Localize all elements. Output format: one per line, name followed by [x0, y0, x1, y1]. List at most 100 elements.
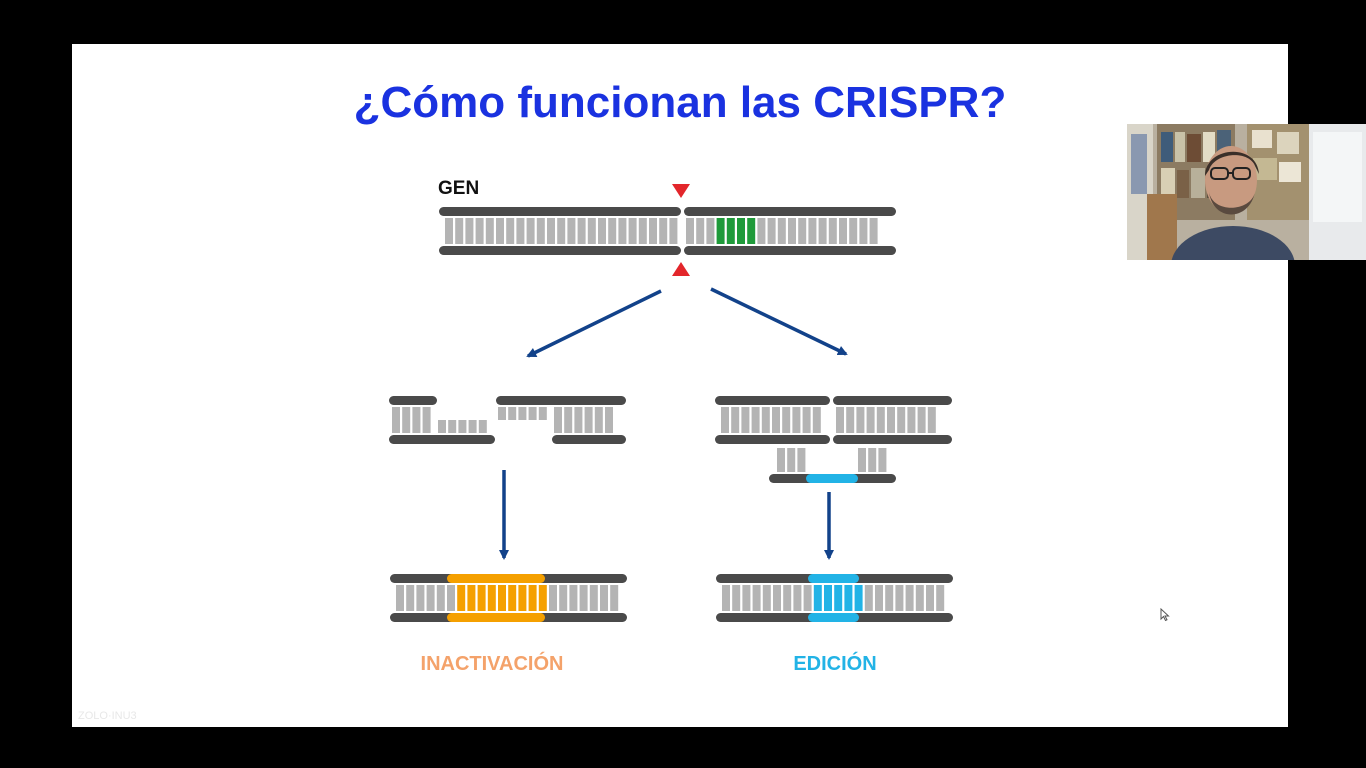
base-pair [907, 407, 916, 433]
base-pair [396, 585, 404, 611]
base-pair [767, 218, 776, 244]
base-pair [878, 448, 887, 472]
base-pair [752, 585, 761, 611]
mouse-cursor-icon [1160, 608, 1170, 622]
base-pair [402, 407, 411, 433]
base-pair [772, 407, 780, 433]
cut-marker-bottom [672, 262, 690, 276]
base-pair [858, 448, 866, 472]
base-pair [875, 585, 883, 611]
base-pair [742, 585, 751, 611]
base-pair [412, 407, 421, 433]
base-pair [475, 218, 484, 244]
base-pair [812, 407, 821, 433]
base-pair [887, 407, 895, 433]
webcam-video-feed[interactable] [1127, 124, 1366, 260]
base-pair [747, 218, 756, 244]
base-pair [610, 585, 619, 611]
base-pair [777, 218, 786, 244]
base-pair [706, 218, 715, 244]
base-pair [885, 585, 894, 611]
base-pair [487, 585, 496, 611]
base-pair [455, 218, 464, 244]
broken-dna-right [715, 396, 952, 444]
base-pair [787, 448, 796, 472]
base-pair [808, 218, 817, 244]
slide-title: ¿Cómo funcionan las CRISPR? [353, 78, 1007, 127]
base-pair [818, 218, 827, 244]
base-pair [732, 585, 741, 611]
base-pair [448, 420, 457, 433]
base-pair [436, 585, 445, 611]
base-pair [777, 448, 785, 472]
base-pair [538, 407, 547, 420]
base-pair [813, 585, 822, 611]
base-pair [897, 407, 906, 433]
base-pair [458, 420, 467, 433]
base-pair [649, 218, 657, 244]
base-pair [498, 585, 506, 611]
base-pair [866, 407, 875, 433]
base-pair [392, 407, 400, 433]
base-pair [834, 585, 843, 611]
base-pair [485, 218, 494, 244]
base-pair [549, 585, 557, 611]
base-pair [696, 218, 705, 244]
broken-dna-left [389, 396, 626, 444]
base-pair [905, 585, 914, 611]
base-pair [422, 407, 431, 433]
base-pair [528, 585, 537, 611]
result-dna-inactivation [390, 574, 627, 622]
base-pair [895, 585, 904, 611]
base-pair [564, 407, 573, 433]
base-pair [802, 407, 811, 433]
base-pair [856, 407, 865, 433]
base-pair [686, 218, 694, 244]
base-pair [538, 585, 547, 611]
base-pair [722, 585, 730, 611]
base-pair [628, 218, 637, 244]
base-pair [741, 407, 750, 433]
repair-template [769, 448, 896, 483]
gene-label: GEN [438, 178, 479, 199]
base-pair [793, 585, 802, 611]
base-pair [721, 407, 729, 433]
base-pair [926, 585, 934, 611]
base-pair [496, 218, 504, 244]
base-pair [465, 218, 474, 244]
base-pair [824, 585, 832, 611]
gene-bases [445, 218, 878, 244]
base-pair [757, 218, 766, 244]
base-pair [594, 407, 603, 433]
base-pair [726, 218, 735, 244]
base-pair [587, 218, 596, 244]
base-pair [859, 218, 868, 244]
base-pair [869, 218, 878, 244]
base-pair [445, 218, 453, 244]
base-pair [467, 585, 476, 611]
base-pair [828, 218, 837, 244]
base-pair [518, 585, 527, 611]
base-pair [659, 218, 668, 244]
base-pair [761, 407, 770, 433]
base-pair [426, 585, 435, 611]
base-pair [798, 218, 807, 244]
base-pair [447, 585, 455, 611]
slide: ¿Cómo funcionan las CRISPR? GEN [72, 44, 1288, 727]
base-pair [438, 420, 446, 433]
base-pair [864, 585, 873, 611]
base-pair [608, 218, 617, 244]
base-pair [477, 585, 486, 611]
base-pair [528, 407, 537, 420]
base-pair [579, 585, 588, 611]
crispr-diagram: GEN [389, 178, 953, 675]
base-pair [731, 407, 740, 433]
base-pair [406, 585, 415, 611]
base-pair [782, 407, 791, 433]
base-pair [569, 585, 578, 611]
arrow-to-edition [710, 287, 848, 356]
base-pair [751, 407, 760, 433]
base-pair [773, 585, 781, 611]
base-pair [854, 585, 863, 611]
base-pair [598, 218, 606, 244]
